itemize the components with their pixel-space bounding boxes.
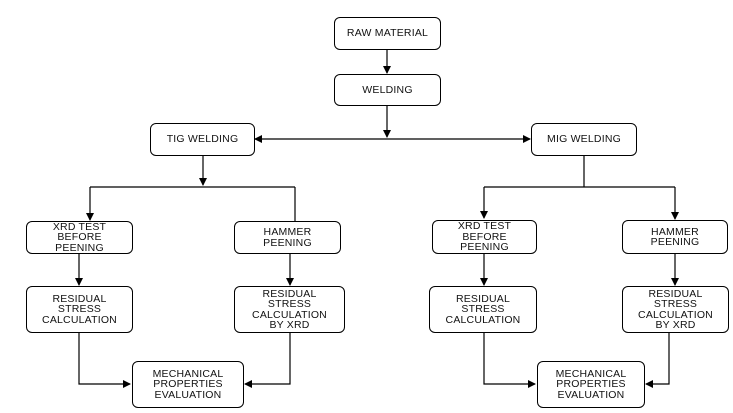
- node-tig-xrd-test: XRD TEST BEFORE PEENING: [26, 221, 133, 254]
- edge-mig-residual-xrd-to-mechanical: [645, 333, 670, 388]
- node-mig-residual-stress-xrd: RESIDUAL STRESS CALCULATION BY XRD: [622, 286, 729, 333]
- node-mig-xrd-test: XRD TEST BEFORE PEENING: [432, 220, 537, 254]
- node-tig-residual-stress-xrd: RESIDUAL STRESS CALCULATION BY XRD: [234, 286, 345, 333]
- edge-mig-residual-to-mechanical: [483, 333, 536, 388]
- node-welding: WELDING: [334, 74, 441, 106]
- node-mig-mechanical: MECHANICAL PROPERTIES EVALUATION: [537, 361, 645, 408]
- node-mig-residual-stress: RESIDUAL STRESS CALCULATION: [429, 286, 537, 333]
- node-mig-hammer-peening: HAMMER PEENING: [622, 220, 728, 254]
- node-tig-residual-stress: RESIDUAL STRESS CALCULATION: [26, 286, 133, 333]
- node-tig-mechanical: MECHANICAL PROPERTIES EVALUATION: [132, 361, 244, 408]
- edge-tig-residual-xrd-to-mechanical: [244, 333, 291, 388]
- node-tig-welding: TIG WELDING: [150, 123, 255, 156]
- edge-tig-residual-to-mechanical: [78, 333, 131, 388]
- node-raw-material: RAW MATERIAL: [334, 17, 441, 50]
- node-mig-welding: MIG WELDING: [531, 123, 637, 156]
- node-tig-hammer-peening: HAMMER PEENING: [234, 221, 341, 254]
